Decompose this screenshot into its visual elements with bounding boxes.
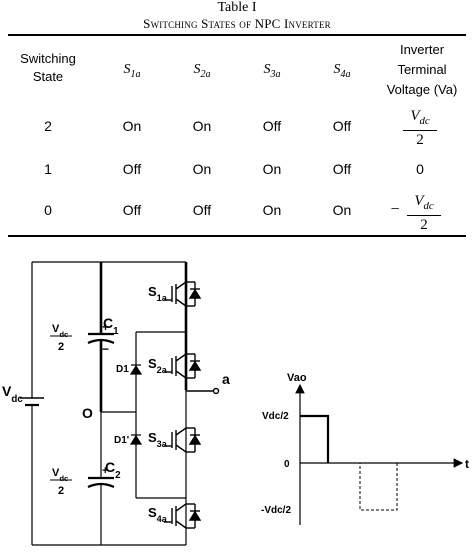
row-2-s2a: On (192, 118, 212, 134)
waveform-trace (300, 414, 398, 511)
table-caption-number: Table I (217, 0, 257, 15)
c1-plus: + (102, 320, 109, 334)
svg-text:Vdc: Vdc (52, 467, 69, 483)
table-caption-title: Switching States of NPC Inverter (143, 16, 331, 31)
igbt-s3a (164, 427, 202, 453)
svg-text:2: 2 (58, 341, 64, 353)
c1-minus: − (102, 342, 109, 356)
waveform-xlabel: t (465, 457, 469, 471)
row-0-s3a: On (262, 202, 282, 218)
d1-label: D1 (116, 364, 129, 375)
header-s3a-label: S3a (263, 62, 281, 80)
row-2-s3a: Off (262, 118, 282, 134)
igbt-s2a (164, 353, 202, 379)
table-top-rule (8, 34, 466, 36)
row-1-s3a: On (262, 161, 282, 177)
output-terminal (186, 387, 220, 395)
row-0-s1a: Off (122, 202, 142, 218)
row-2-s1a: On (122, 118, 142, 134)
row-0-voltage-sign: − (390, 201, 400, 218)
waveform-top-label: Vdc/2 (262, 411, 289, 422)
vdc-label: Vdc (2, 383, 23, 405)
header-s4a-label: S4a (333, 62, 351, 80)
header-s3a: S3a (242, 61, 302, 84)
header-s2a: S2a (172, 61, 232, 84)
svg-text:Vdc: Vdc (52, 323, 69, 339)
row-2-voltage-fraction: Vdc 2 (398, 108, 442, 148)
header-switching-state: Switching State (20, 51, 76, 84)
row-state-0: 0 (44, 202, 52, 218)
d1-prime-label: D1' (114, 435, 129, 446)
row-1-s4a: Off (332, 161, 352, 177)
s3a-label: S3a (148, 430, 168, 449)
vdc-half-bottom: Vdc 2 (50, 467, 72, 497)
row-2-s4a: Off (332, 118, 352, 134)
row-0-s4a: On (332, 202, 352, 218)
svg-text:2: 2 (58, 485, 64, 497)
output-a-label: a (222, 371, 230, 387)
header-s2a-label: S2a (193, 62, 211, 80)
dc-source (20, 262, 44, 545)
header-s4a: S4a (312, 61, 372, 84)
c2-label: C2 (105, 459, 121, 481)
waveform-ylabel: Vao (287, 372, 307, 384)
row-1-s2a: On (192, 161, 212, 177)
clamp-diode-leg (129, 331, 186, 499)
header-s1a-label: S1a (123, 62, 141, 80)
s1a-label: S1a (148, 284, 168, 303)
waveform-zero-label: 0 (284, 459, 290, 470)
row-0-voltage-fraction: Vdc 2 (402, 193, 446, 233)
row-0-s2a: Off (192, 202, 212, 218)
row-1-s1a: Off (122, 161, 142, 177)
igbt-s4a (164, 503, 202, 529)
vdc-half-top: Vdc 2 (50, 323, 72, 353)
neutral-label: O (82, 405, 93, 421)
row-1-voltage: 0 (416, 161, 424, 177)
c2-plus: + (102, 465, 108, 477)
s4a-label: S4a (148, 505, 168, 524)
header-terminal-voltage: Inverter Terminal Voltage (Va) (386, 42, 458, 97)
s2a-label: S2a (148, 356, 168, 375)
table-bottom-rule (8, 235, 466, 237)
capacitor-leg (87, 262, 115, 545)
igbt-s1a (164, 281, 202, 307)
waveform-bottom-label: -Vdc/2 (261, 505, 291, 516)
waveform-axes (295, 383, 464, 525)
row-state-1: 1 (44, 161, 52, 177)
header-s1a: S1a (102, 61, 162, 84)
row-state-2: 2 (44, 118, 52, 134)
c1-label: C1 (103, 315, 119, 337)
